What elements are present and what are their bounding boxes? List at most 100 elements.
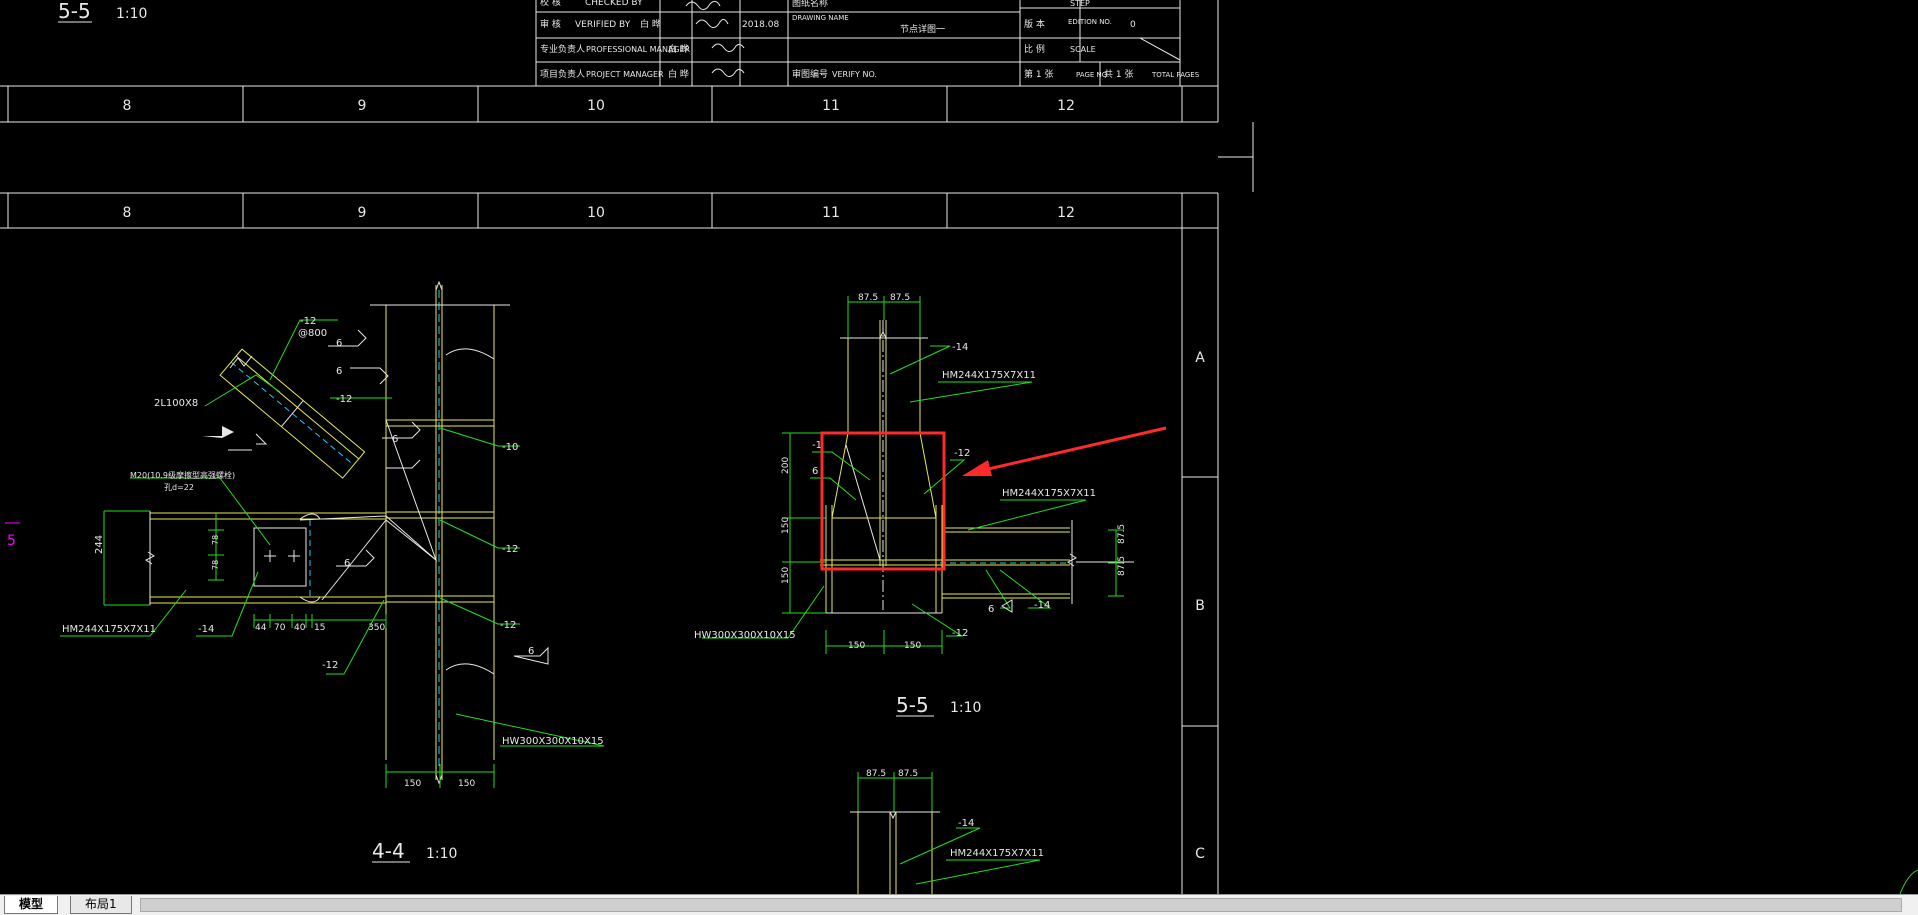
horizontal-scrollbar[interactable] xyxy=(140,898,1902,912)
drawing-name-en: DRAWING NAME xyxy=(792,14,849,22)
top-section-scale: 1:10 xyxy=(116,6,147,22)
grid-band-main xyxy=(0,192,1219,894)
d44-weld6-c: 6 xyxy=(392,434,398,445)
edition-value: 0 xyxy=(1130,20,1136,30)
grid-col-9-b: 9 xyxy=(358,205,367,221)
d44-flag-icon xyxy=(202,426,234,438)
d44-weld6-e: 6 xyxy=(528,646,534,657)
d44-dim15: 15 xyxy=(314,623,325,633)
d55-weld6: 6 xyxy=(812,466,818,477)
d44-dim44: 44 xyxy=(255,623,267,633)
d44-weld6-b: 6 xyxy=(336,366,342,377)
d44-plate12-c: -12 xyxy=(502,544,518,555)
title-block xyxy=(535,0,1219,122)
layout-tab-bar: 模型 布局1 xyxy=(0,894,1918,915)
checked-en: CHECKED BY xyxy=(585,0,643,8)
d55-dim150-v1: 150 xyxy=(781,517,791,534)
crosshair-mark xyxy=(1218,122,1254,192)
tab-layout1[interactable]: 布局1 xyxy=(70,896,132,914)
d44-dim244: 244 xyxy=(94,535,105,554)
d55-dim875d: 87.5 xyxy=(1117,556,1127,576)
d44-dim70: 70 xyxy=(274,623,286,633)
specialty-name: 白 晔 xyxy=(668,43,689,55)
detail-4-4-text: -12 @800 2L100X8 6 6 -12 6 -10 M20(10.9级… xyxy=(62,316,604,863)
d44-dim350: 350 xyxy=(368,623,385,633)
grid-col-10: 10 xyxy=(587,98,605,114)
d55-dim875a: 87.5 xyxy=(858,293,878,303)
drawing-name-value: 节点详图一 xyxy=(900,23,945,35)
grid-col-10-b: 10 xyxy=(587,205,605,221)
signatures xyxy=(685,0,745,77)
grid-col-8: 8 xyxy=(123,98,132,114)
corner-arc xyxy=(1899,869,1918,894)
scale-label: 比 例 xyxy=(1024,43,1045,55)
grid-row-C: C xyxy=(1195,846,1205,862)
detail-lower-text: 87.5 87.5 -14 HM244X175X7X11 xyxy=(866,769,1044,859)
grid-col-11-b: 11 xyxy=(822,205,840,221)
d44-plate12-top: -12 xyxy=(300,316,316,327)
d44-plate12-d: -12 xyxy=(500,620,516,631)
d44-spacing: @800 xyxy=(298,328,327,339)
d44-dim150a: 150 xyxy=(404,779,421,789)
page-label: 第 1 张 xyxy=(1024,68,1053,80)
d44-dim40: 40 xyxy=(294,623,306,633)
grid-band-top xyxy=(0,85,1218,123)
cad-drawing-canvas[interactable]: 校 核 CHECKED BY 审 核 VERIFIED BY 白 晔 2018.… xyxy=(0,0,1918,894)
d55-plate1: -1 xyxy=(812,440,822,451)
d44-dim78b: 78 xyxy=(211,560,220,570)
d44-scale: 1:10 xyxy=(426,846,457,862)
total-label: 共 1 张 xyxy=(1104,69,1133,80)
grid-row-B: B xyxy=(1195,598,1205,614)
top-section-title: 5-5 xyxy=(58,0,91,23)
d55-weld6-b: 6 xyxy=(988,604,994,615)
verified-label: 审 核 xyxy=(540,18,561,30)
grid-band-main-labels: 8 9 10 11 12 A B C xyxy=(123,205,1206,862)
d44-bolt-note-1: M20(10.9级摩擦型高强螺栓) xyxy=(130,470,235,480)
title-block-text: 校 核 CHECKED BY 审 核 VERIFIED BY 白 晔 2018.… xyxy=(540,0,1200,80)
d55-beam-top: HM244X175X7X11 xyxy=(942,370,1036,381)
page-en: PAGE NO. xyxy=(1076,71,1109,79)
grid-band-top-labels: 8 9 10 11 12 xyxy=(123,98,1075,114)
top-section-label: 5-5 1:10 xyxy=(58,0,147,23)
tab-model[interactable]: 模型 xyxy=(4,896,59,914)
d55-plate14-right: -14 xyxy=(1034,600,1050,611)
d55-dim875c: 87.5 xyxy=(1117,524,1127,544)
d44-weld6-a: 6 xyxy=(336,338,342,349)
d44-title: 4-4 xyxy=(372,839,405,863)
d55-dim150a: 150 xyxy=(848,641,865,651)
d44-plate14: -14 xyxy=(198,624,214,635)
d44-plate12-e: -12 xyxy=(322,660,338,671)
annotation-arrowhead xyxy=(962,460,992,476)
verified-name: 白 晔 xyxy=(640,18,661,30)
detail-lower-geometry xyxy=(850,772,1041,894)
grid-col-11: 11 xyxy=(822,98,840,114)
d55-title: 5-5 xyxy=(896,693,929,717)
lower-plate14: -14 xyxy=(958,818,974,829)
detail-5-5-geometry xyxy=(702,296,1134,654)
d55-dim150b: 150 xyxy=(904,641,921,651)
specialty-label: 专业负责人 xyxy=(540,43,585,55)
d44-dim78a: 78 xyxy=(211,535,220,545)
d55-plate12: -12 xyxy=(954,448,970,459)
d55-scale: 1:10 xyxy=(950,700,981,716)
drawing-name-label: 图纸名称 xyxy=(792,0,828,9)
grid-row-A: A xyxy=(1195,350,1205,366)
grid-col-8-b: 8 xyxy=(123,205,132,221)
d55-dim150-v2: 150 xyxy=(781,567,791,584)
edition-en: EDITION NO. xyxy=(1068,18,1112,26)
checked-label: 校 核 xyxy=(540,0,561,8)
d55-column: HW300X300X10X15 xyxy=(694,630,796,641)
lower-beam: HM244X175X7X11 xyxy=(950,848,1044,859)
d55-plate14-top: -14 xyxy=(952,342,968,353)
d55-plate12-b: -12 xyxy=(952,628,968,639)
annotation-arrow xyxy=(983,426,1167,472)
project-name: 白 晔 xyxy=(668,68,689,80)
verified-en: VERIFIED BY xyxy=(575,20,631,30)
left-marker-text: 5 xyxy=(7,533,16,549)
grid-col-9: 9 xyxy=(358,98,367,114)
edition-label: 版 本 xyxy=(1024,18,1045,30)
grid-col-12: 12 xyxy=(1057,98,1075,114)
section-marker-5: 5 xyxy=(5,522,20,549)
detail-5-5-text: 87.5 87.5 -14 HM244X175X7X11 -1 6 -12 20… xyxy=(694,293,1127,717)
project-en: PROJECT MANAGER xyxy=(586,70,664,79)
